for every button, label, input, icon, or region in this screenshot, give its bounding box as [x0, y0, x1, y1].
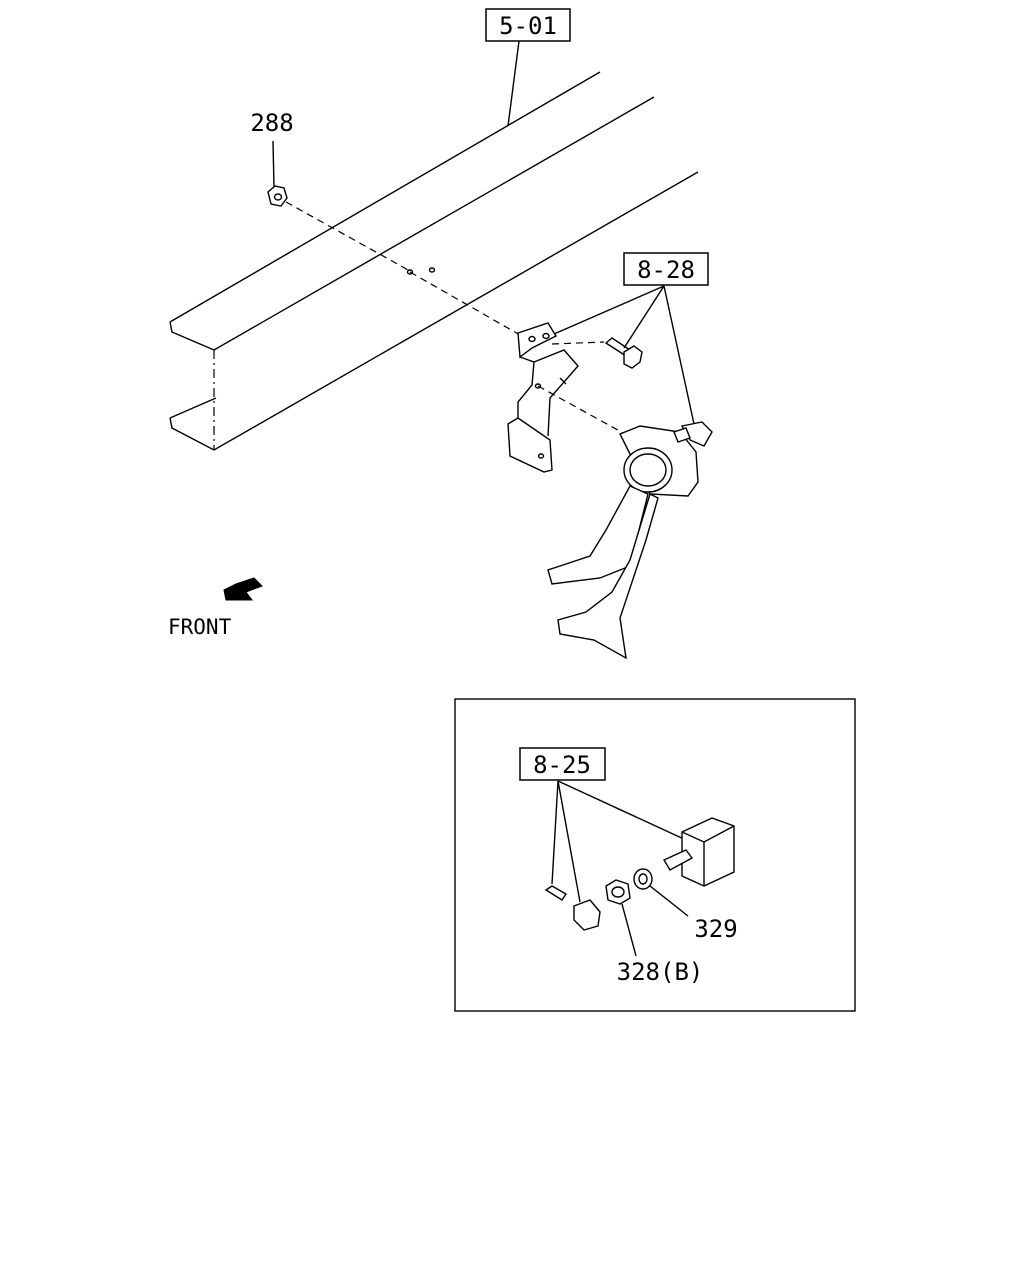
- detail-inset: 8-25 328(B) 329: [454, 698, 856, 1012]
- callout-5-01[interactable]: 5-01: [485, 8, 571, 127]
- frame-rail: [169, 71, 699, 451]
- part-329[interactable]: 329: [633, 868, 738, 943]
- nut-288: [267, 185, 288, 207]
- callout-8-28[interactable]: 8-28: [553, 252, 709, 425]
- part-329-label: 329: [694, 915, 737, 943]
- part-288-label: 288: [250, 109, 293, 137]
- callout-5-01-label: 5-01: [499, 12, 557, 40]
- cap: [573, 899, 601, 931]
- small-bolt: [544, 885, 567, 901]
- front-label: FRONT: [168, 615, 232, 639]
- callout-8-25[interactable]: 8-25: [519, 747, 687, 903]
- air-horn: [547, 421, 713, 660]
- bolt-8-28: [551, 337, 643, 369]
- rail-holes: [406, 267, 436, 275]
- front-indicator: FRONT: [168, 577, 263, 639]
- switch-block: [662, 817, 735, 887]
- callout-8-25-label: 8-25: [533, 751, 591, 779]
- part-328b[interactable]: 328(B): [605, 879, 704, 986]
- part-328b-label: 328(B): [617, 958, 704, 986]
- horn-bracket: [507, 322, 579, 473]
- part-288[interactable]: 288: [250, 109, 411, 272]
- front-arrow-icon: [223, 577, 263, 601]
- callout-8-28-label: 8-28: [637, 256, 695, 284]
